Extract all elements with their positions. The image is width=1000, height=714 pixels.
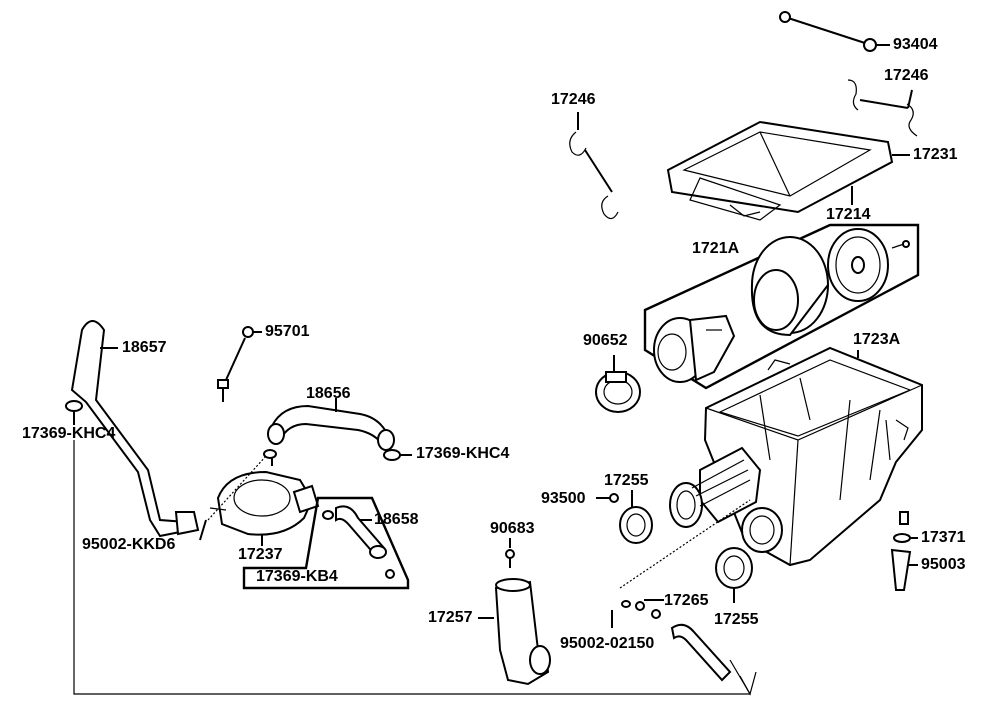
label-90652: 90652 [583,332,628,349]
clip-17246-right [847,79,918,137]
label-1721A: 1721A [692,240,740,257]
resonator-17237 [199,449,320,546]
label-17255-bottom: 17255 [714,611,759,628]
label-17369-kb4: 17369-KB4 [256,568,338,585]
intake-funnel [653,314,736,383]
label-17214: 17214 [826,206,871,223]
drain-17371-95003 [890,533,918,591]
label-18657: 18657 [122,339,167,356]
reference-lines [73,440,757,696]
label-95701: 95701 [265,323,310,340]
label-17257: 17257 [428,609,473,626]
label-95002-02150: 95002-02150 [560,635,655,652]
clamp-17255-top [619,490,653,544]
clip-17246-left [569,112,619,220]
air-cleaner-cover-17231 [666,120,910,221]
label-17371: 17371 [921,529,966,546]
label-17246-right: 17246 [884,67,929,84]
label-17255-top: 17255 [604,472,649,489]
bolts-95701 [217,326,262,402]
hose-18657 [65,320,200,538]
assembly-box-1721A [643,223,920,390]
label-17231: 17231 [913,146,958,163]
clamp-17255-bottom [715,547,753,603]
label-17369-khc4-left: 17369-KHC4 [22,425,116,442]
label-17265: 17265 [664,592,709,609]
label-17237: 17237 [238,546,283,563]
label-93404: 93404 [893,36,938,53]
label-17246-left: 17246 [551,91,596,108]
label-95003: 95003 [921,556,966,573]
label-1723A: 1723A [853,331,901,348]
filter-cylinder [750,236,829,337]
clamp-90652 [595,355,641,413]
hose-18656 [267,398,412,461]
label-90683: 90683 [490,520,535,537]
duct-17257 [478,538,551,686]
bolt-93404 [779,11,890,52]
hose-17265 [611,599,732,682]
filter-cap [827,228,910,302]
assembly-box-18658 [242,496,410,590]
label-18656: 18656 [306,385,351,402]
label-17369-khc4-right: 17369-KHC4 [416,445,510,462]
label-93500: 93500 [541,490,586,507]
label-95002-kkd6: 95002-KKD6 [82,536,176,553]
label-18658: 18658 [374,511,419,528]
outlet-duct [669,446,783,553]
screw-93500 [596,493,619,503]
